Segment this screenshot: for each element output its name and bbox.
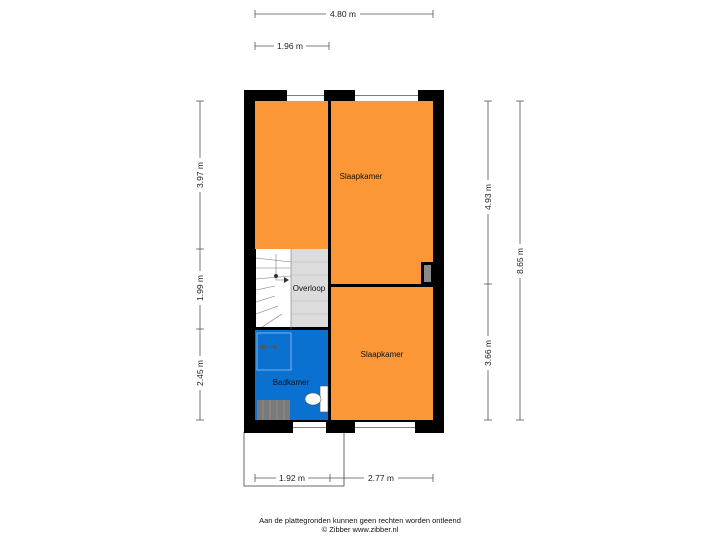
dimension-top-partial: 1.96 m — [277, 41, 303, 51]
dimension-right-total: 8.65 m — [515, 248, 525, 274]
room-label-landing: Overloop — [293, 284, 326, 293]
stair-start-icon — [274, 274, 278, 278]
room-label-bedroom-top: Slaapkamer — [340, 172, 383, 181]
dimension-left-middle: 1.99 m — [195, 275, 205, 301]
bedroom-bottom-area — [331, 287, 433, 420]
dimension-left-upper: 3.97 m — [195, 162, 205, 188]
bedroom-top-left-area — [255, 101, 328, 249]
footer-credit: © Zibber www.zibber.nl — [321, 525, 399, 534]
dimension-label-masks — [194, 8, 526, 484]
room-label-bedroom-bottom: Slaapkamer — [361, 350, 404, 359]
footer-disclaimer: Aan de plattegronden kunnen geen rechten… — [259, 516, 461, 525]
dimension-left-lower: 2.45 m — [195, 360, 205, 386]
landing-floor-lines — [291, 261, 328, 315]
dimension-right-upper: 4.93 m — [483, 184, 493, 210]
stair-arrow-icon — [284, 277, 289, 283]
dimension-bottom-right: 2.77 m — [368, 473, 394, 483]
staircase — [255, 249, 292, 329]
dimension-bottom-left: 1.92 m — [279, 473, 305, 483]
chimney-duct — [424, 265, 431, 282]
bathroom-fixtures — [256, 332, 329, 420]
dimension-top-total: 4.80 m — [330, 9, 356, 19]
room-label-bathroom: Badkamer — [273, 378, 310, 387]
landing-area — [291, 249, 328, 329]
dimension-right-lower: 3.66 m — [483, 340, 493, 366]
bedroom-top-area — [331, 101, 433, 284]
windows — [287, 90, 418, 433]
